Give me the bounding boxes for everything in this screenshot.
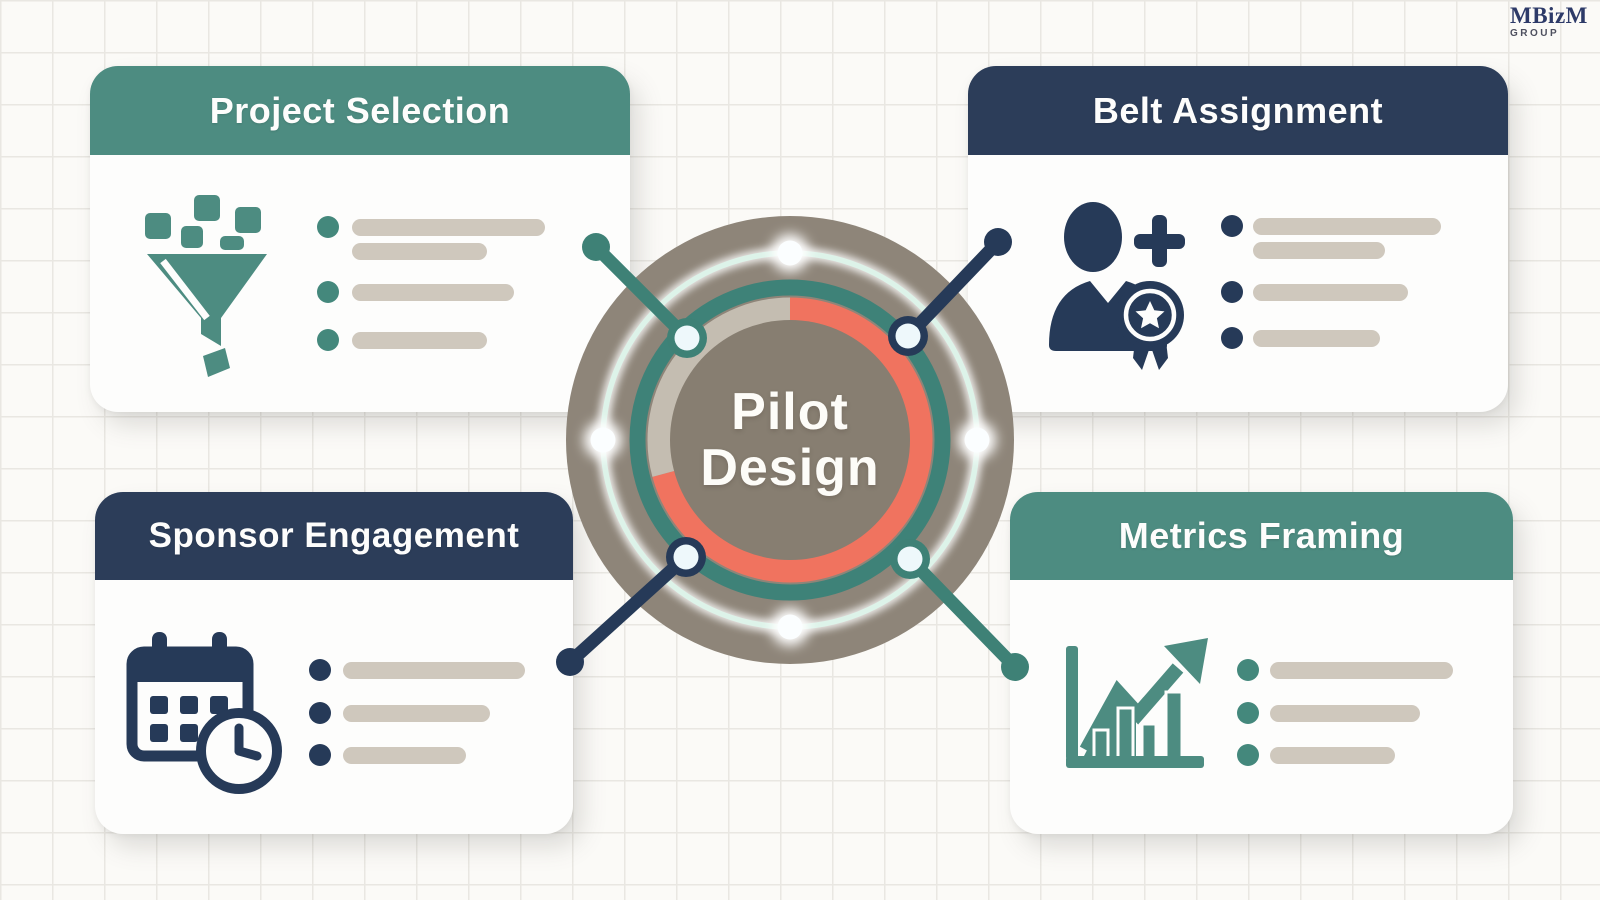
card-project-selection: Project Selection (90, 66, 630, 412)
card-project-selection-header: Project Selection (90, 66, 630, 155)
bullet-dot (1221, 281, 1243, 303)
card-metrics-framing: Metrics Framing (1010, 492, 1513, 834)
text-placeholder-bar (343, 662, 525, 679)
text-placeholder-bar (352, 332, 487, 349)
bullet-dot (309, 702, 331, 724)
card-sponsor-engagement-title: Sponsor Engagement (148, 516, 520, 555)
bullet-dot (1237, 659, 1259, 681)
brand-logo: MBizM GROUP (1510, 4, 1588, 39)
chart-growth-icon (1066, 638, 1208, 768)
text-placeholder-bar (1270, 747, 1395, 764)
bullet-dot (1221, 215, 1243, 237)
text-placeholder-bar (352, 219, 545, 236)
card-sponsor-engagement: Sponsor Engagement (95, 492, 573, 834)
brand-logo-subtitle: GROUP (1510, 28, 1560, 39)
text-placeholder-bar (1270, 662, 1453, 679)
text-placeholder-bar (1270, 705, 1420, 722)
card-belt-assignment-title: Belt Assignment (1092, 89, 1384, 131)
text-placeholder-bar (343, 705, 490, 722)
card-sponsor-engagement-header: Sponsor Engagement (95, 492, 573, 580)
funnel-icon (145, 195, 267, 377)
card-metrics-framing-header: Metrics Framing (1010, 492, 1513, 580)
text-placeholder-bar (1253, 330, 1380, 347)
bullet-dot (1221, 327, 1243, 349)
bullet-dot (1237, 744, 1259, 766)
card-belt-assignment-header: Belt Assignment (968, 66, 1508, 155)
bullet-dot (317, 329, 339, 351)
card-project-selection-title: Project Selection (209, 89, 511, 131)
bullet-dot (309, 659, 331, 681)
connector-sponsor-engagement (556, 552, 691, 676)
text-placeholder-bar (343, 747, 466, 764)
text-placeholder-bar (352, 284, 514, 301)
text-placeholder-bar (1253, 284, 1408, 301)
text-placeholder-bar (1253, 218, 1441, 235)
hub-title-line1: Pilot (731, 383, 849, 441)
card-metrics-framing-title: Metrics Framing (1118, 515, 1405, 556)
bullet-dot (317, 216, 339, 238)
text-placeholder-bar (352, 243, 487, 260)
bullet-dot (317, 281, 339, 303)
card-belt-assignment: Belt Assignment (968, 66, 1508, 412)
hub-title-line2: Design (700, 439, 880, 497)
bullet-dot (309, 744, 331, 766)
text-placeholder-bar (1253, 242, 1385, 259)
hub-title: Pilot Design (640, 384, 940, 496)
bullet-dot (1237, 702, 1259, 724)
brand-logo-name: MBizM (1510, 3, 1588, 28)
calendar-clock-icon (126, 632, 282, 794)
person-badge-icon (1049, 202, 1185, 370)
